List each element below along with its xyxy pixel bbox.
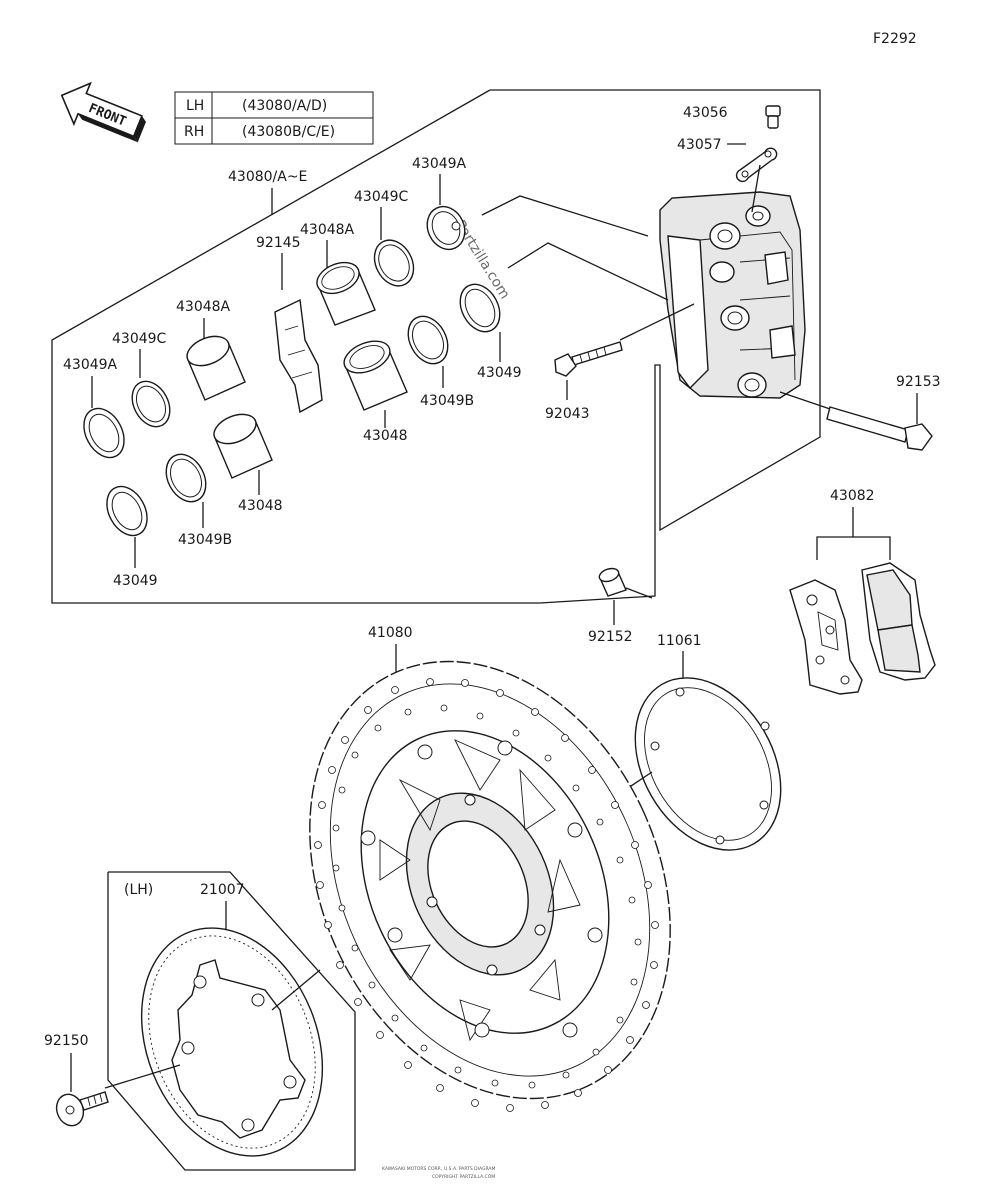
footer-line-2: COPYRIGHT PARTZILLA.COM bbox=[432, 1174, 495, 1180]
label-92152: 92152 bbox=[588, 629, 633, 645]
label-43049b-right: 43049B bbox=[420, 393, 474, 409]
footer-line-1: KAWASAKI MOTORS CORP., U.S.A. PARTS DIAG… bbox=[382, 1166, 495, 1172]
label-43049-low: 43049 bbox=[113, 573, 158, 589]
piston-43048a-top bbox=[316, 261, 376, 326]
seal-43049-right bbox=[459, 283, 501, 333]
table-parts-rh: (43080B/C/E) bbox=[242, 124, 335, 140]
label-43049c-mid: 43049C bbox=[112, 331, 167, 347]
abs-sensor-rotor-21007 bbox=[140, 927, 324, 1157]
seal-43049b-low bbox=[165, 453, 207, 503]
label-92145: 92145 bbox=[256, 235, 301, 251]
label-43056: 43056 bbox=[683, 105, 728, 121]
lh-tag: (LH) bbox=[124, 882, 153, 898]
label-43049c-top: 43049C bbox=[354, 189, 409, 205]
caliper-bolt-92043 bbox=[554, 341, 623, 377]
collar-92152 bbox=[598, 567, 627, 597]
label-92150: 92150 bbox=[44, 1033, 89, 1049]
label-43082: 43082 bbox=[830, 488, 875, 504]
piston-43048-mid bbox=[343, 340, 408, 411]
label-43080: 43080/A~E bbox=[228, 169, 307, 185]
gasket-11061 bbox=[634, 677, 782, 851]
bleeder-screw-icon bbox=[765, 105, 781, 129]
seal-43049c-mid bbox=[131, 380, 171, 428]
bleeder-cap-icon bbox=[735, 147, 778, 183]
label-43049-right: 43049 bbox=[477, 365, 522, 381]
table-side-rh: RH bbox=[184, 124, 204, 140]
label-43057: 43057 bbox=[677, 137, 722, 153]
brake-pad-front bbox=[861, 562, 936, 681]
label-43049b-low: 43049B bbox=[178, 532, 232, 548]
label-43048-mid: 43048 bbox=[363, 428, 408, 444]
front-arrow-icon: FRONT bbox=[60, 81, 146, 143]
label-21007: 21007 bbox=[200, 882, 245, 898]
label-43049a-top: 43049A bbox=[412, 156, 467, 172]
piston-43048a-mid bbox=[186, 335, 246, 401]
piston-43048-low bbox=[213, 413, 273, 479]
seal-43049c-top bbox=[373, 239, 415, 287]
label-92153: 92153 bbox=[896, 374, 941, 390]
label-43048a-top: 43048A bbox=[300, 222, 355, 238]
label-11061: 11061 bbox=[657, 633, 702, 649]
seal-43049-low bbox=[106, 485, 148, 537]
caliper-kit-outline bbox=[51, 89, 821, 604]
table-parts-lh: (43080/A/D) bbox=[242, 98, 327, 114]
brake-disc-41080 bbox=[309, 660, 671, 1112]
label-41080: 41080 bbox=[368, 625, 413, 641]
label-92043: 92043 bbox=[545, 406, 590, 422]
label-43048-low: 43048 bbox=[238, 498, 283, 514]
table-side-lh: LH bbox=[186, 98, 204, 114]
brake-caliper bbox=[659, 191, 806, 399]
figure-id: F2292 bbox=[873, 31, 917, 47]
screw-92150 bbox=[55, 1091, 109, 1127]
brake-pad-back bbox=[789, 579, 863, 695]
lh-rh-table: LH (43080/A/D) RH (43080B/C/E) bbox=[174, 91, 374, 145]
pad-spring-92145 bbox=[274, 298, 323, 414]
mount-bolt-92153 bbox=[826, 406, 933, 451]
label-43049a-left: 43049A bbox=[63, 357, 118, 373]
seal-43049a-top bbox=[426, 205, 466, 251]
seal-43049a-left bbox=[83, 407, 125, 459]
seal-43049b-right bbox=[407, 315, 449, 365]
label-43048a-mid: 43048A bbox=[176, 299, 231, 315]
